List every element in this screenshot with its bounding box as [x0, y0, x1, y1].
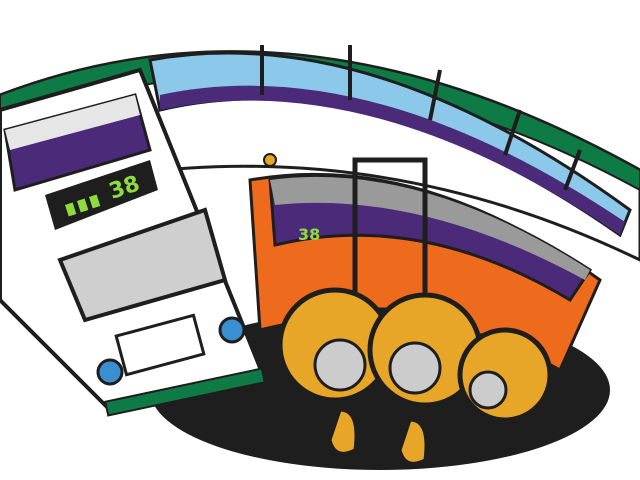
marker-light — [263, 153, 277, 167]
headlight-left — [96, 358, 124, 386]
windscreen — [57, 207, 228, 323]
upper-seats — [160, 85, 625, 235]
bumper — [104, 367, 266, 417]
grille — [114, 313, 206, 377]
headlight-right — [218, 316, 246, 344]
wheels — [277, 287, 553, 423]
side-route-number: 38 — [298, 225, 320, 244]
